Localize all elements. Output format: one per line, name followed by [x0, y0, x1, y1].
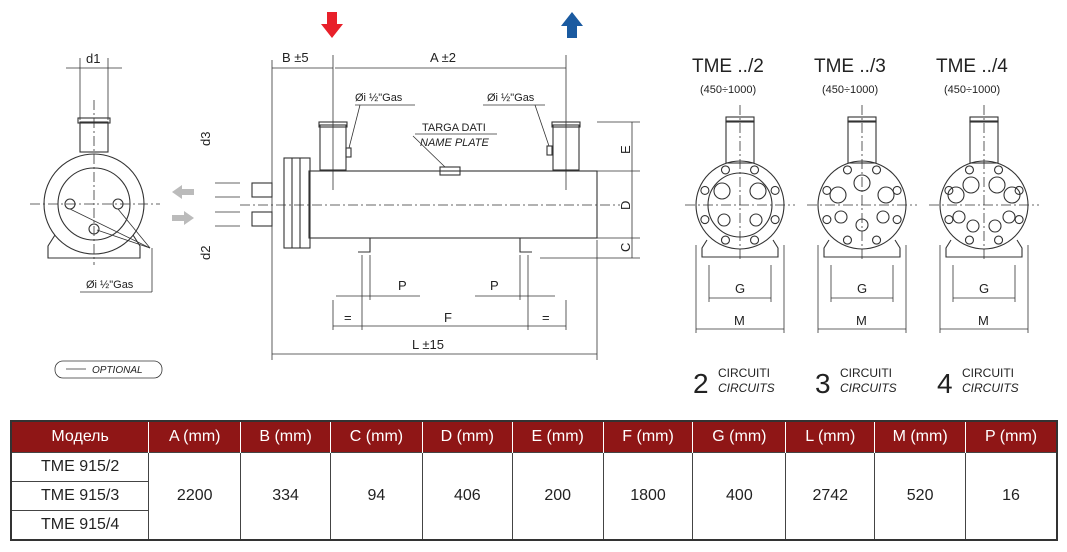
equal-right-label: = [542, 310, 550, 325]
column-header: D (mm) [422, 421, 513, 453]
table-row: TME 915/3 [10, 481, 1057, 511]
m-dimension-label: M [856, 313, 867, 328]
column-header: C (mm) [330, 421, 423, 453]
optional-label: OPTIONAL [92, 365, 143, 376]
end-view: d1 Øi ½"Gas [30, 51, 160, 293]
circuit-count: 4 [937, 368, 953, 399]
variant-title: TME ../3 [814, 56, 886, 77]
value-cell: 16 [965, 452, 1058, 541]
value-cell: 406 [421, 452, 513, 541]
inlet-arrow-icon [321, 12, 343, 38]
circuits-label-en: CIRCUITS [718, 381, 775, 395]
variant-title: TME ../2 [692, 56, 764, 77]
b-dimension-label: B ±5 [282, 50, 309, 65]
variant-range: (450÷1000) [944, 84, 1000, 96]
l-dimension-label: L ±15 [412, 337, 444, 352]
column-header: B (mm) [240, 421, 332, 453]
main-view: B ±5 A ±2 Øi ½"Gas Øi ½"Gas TARGA DATI N… [198, 12, 640, 360]
circuits-label-en: CIRCUITS [840, 381, 897, 395]
circuit-count: 3 [815, 368, 831, 399]
model-cell: TME 915/3 [10, 481, 150, 511]
m-dimension-label: M [978, 313, 989, 328]
variant-range: (450÷1000) [700, 84, 756, 96]
value-cell: 1800 [602, 452, 694, 541]
g-dimension-label: G [735, 281, 745, 296]
model-cell: TME 915/4 [10, 510, 150, 541]
optional-legend [54, 360, 163, 379]
flow-in-arrow-icon [172, 211, 194, 225]
g-dimension-label: G [979, 281, 989, 296]
d1-label: d1 [86, 51, 100, 66]
column-header: F (mm) [603, 421, 694, 453]
variant-title: TME ../4 [936, 56, 1008, 77]
circuits-label-en: CIRCUITS [962, 381, 1019, 395]
value-cell: 520 [874, 452, 967, 541]
d3-label: d3 [198, 132, 213, 146]
table-row: TME 915/4 [10, 510, 1057, 541]
equal-left-label: = [344, 310, 352, 325]
column-header: P (mm) [965, 421, 1057, 453]
circuits-label-it: CIRCUITI [718, 366, 770, 380]
model-cell: TME 915/2 [10, 452, 150, 482]
variant-range: (450÷1000) [822, 84, 878, 96]
technical-drawing: d1 Øi ½"Gas B ±5 A ±2 Øi ½"Gas Øi ½"Gas [30, 12, 1039, 399]
circuits-label-it: CIRCUITI [962, 366, 1014, 380]
e-dimension-label: E [618, 145, 633, 154]
f-dimension-label: F [444, 310, 452, 325]
gas-label-left: Øi ½"Gas [355, 92, 403, 104]
column-header: L (mm) [785, 421, 876, 453]
value-cell: 2200 [148, 452, 242, 541]
p-left-label: P [398, 278, 407, 293]
value-cell: 200 [511, 452, 604, 541]
nameplate-label-it: TARGA DATI [422, 122, 486, 134]
c-dimension-label: C [618, 243, 633, 252]
d2-label: d2 [198, 246, 213, 260]
value-cell: 400 [692, 452, 787, 541]
gas-label-side: Øi ½"Gas [86, 279, 134, 291]
column-header: E (mm) [512, 421, 604, 453]
value-cell: 2742 [785, 452, 876, 541]
value-cell: 334 [240, 452, 332, 541]
circuits-label-it: CIRCUITI [840, 366, 892, 380]
column-header: G (mm) [692, 421, 787, 453]
gas-label-right: Øi ½"Gas [487, 92, 535, 104]
p-right-label: P [490, 278, 499, 293]
nameplate-label-en: NAME PLATE [420, 137, 490, 149]
column-header: M (mm) [874, 421, 967, 453]
m-dimension-label: M [734, 313, 745, 328]
d-dimension-label: D [618, 201, 633, 210]
outlet-arrow-icon [561, 12, 583, 38]
circuit-count: 2 [693, 368, 709, 399]
column-header: A (mm) [148, 421, 242, 453]
g-dimension-label: G [857, 281, 867, 296]
flow-out-arrow-icon [172, 185, 194, 199]
a-dimension-label: A ±2 [430, 50, 456, 65]
value-cell: 94 [330, 452, 423, 541]
column-header: Модель [11, 421, 150, 453]
